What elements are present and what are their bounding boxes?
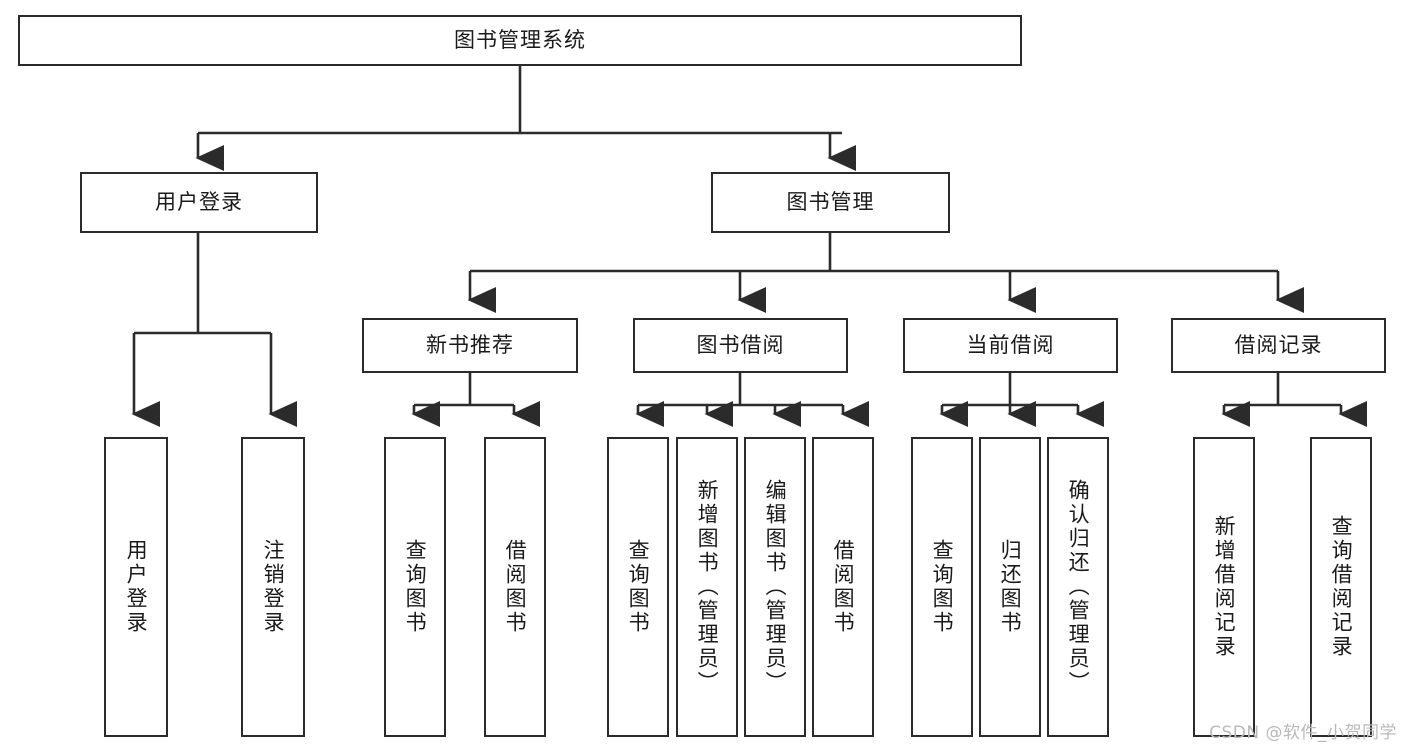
leaf-user-login-label: 用户登录 [124,539,149,635]
node-borrow-record[interactable]: 借阅记录 [1171,318,1386,373]
node-user-login-label: 用户登录 [155,189,243,214]
leaf-query-book-3-label: 查询图书 [930,539,955,635]
node-new-book-recommend[interactable]: 新书推荐 [362,318,578,373]
leaf-user-login[interactable]: 用户登录 [104,437,168,737]
node-book-manage-label: 图书管理 [786,189,875,214]
leaf-return-book[interactable]: 归还图书 [979,437,1041,737]
leaf-query-book-1[interactable]: 查询图书 [384,437,446,737]
leaf-query-book-2-label: 查询图书 [626,539,651,635]
node-current-borrow-label: 当前借阅 [966,332,1055,357]
node-root[interactable]: 图书管理系统 [18,15,1022,66]
node-new-book-recommend-label: 新书推荐 [426,332,514,357]
leaf-query-record[interactable]: 查询借阅记录 [1310,437,1372,737]
leaf-query-book-2[interactable]: 查询图书 [607,437,669,737]
node-book-borrow-label: 图书借阅 [696,332,785,357]
leaf-confirm-return[interactable]: 确认归还（管理员） [1047,437,1109,737]
leaf-borrow-book-1[interactable]: 借阅图书 [484,437,546,737]
leaf-logout[interactable]: 注销登录 [241,437,305,737]
leaf-query-record-label: 查询借阅记录 [1329,515,1354,659]
leaf-borrow-book-1-label: 借阅图书 [503,539,528,635]
node-root-label: 图书管理系统 [454,27,586,52]
leaf-borrow-book-2-label: 借阅图书 [831,539,856,635]
leaf-add-book[interactable]: 新增图书（管理员） [676,437,738,737]
node-user-login[interactable]: 用户登录 [80,172,318,233]
leaf-edit-book-label: 编辑图书（管理员） [763,479,788,695]
leaf-add-record[interactable]: 新增借阅记录 [1193,437,1255,737]
leaf-add-record-label: 新增借阅记录 [1212,515,1237,659]
leaf-edit-book[interactable]: 编辑图书（管理员） [744,437,806,737]
leaf-confirm-return-label: 确认归还（管理员） [1066,479,1091,695]
node-book-borrow[interactable]: 图书借阅 [633,318,848,373]
leaf-query-book-3[interactable]: 查询图书 [911,437,973,737]
node-book-manage[interactable]: 图书管理 [711,172,950,233]
leaf-borrow-book-2[interactable]: 借阅图书 [812,437,874,737]
leaf-add-book-label: 新增图书（管理员） [695,479,720,695]
leaf-return-book-label: 归还图书 [998,539,1023,635]
leaf-logout-label: 注销登录 [261,539,286,635]
csdn-watermark: CSDN @软件_小贺同学 [1209,723,1397,743]
node-current-borrow[interactable]: 当前借阅 [903,318,1118,373]
leaf-query-book-1-label: 查询图书 [403,539,428,635]
node-borrow-record-label: 借阅记录 [1234,332,1323,357]
